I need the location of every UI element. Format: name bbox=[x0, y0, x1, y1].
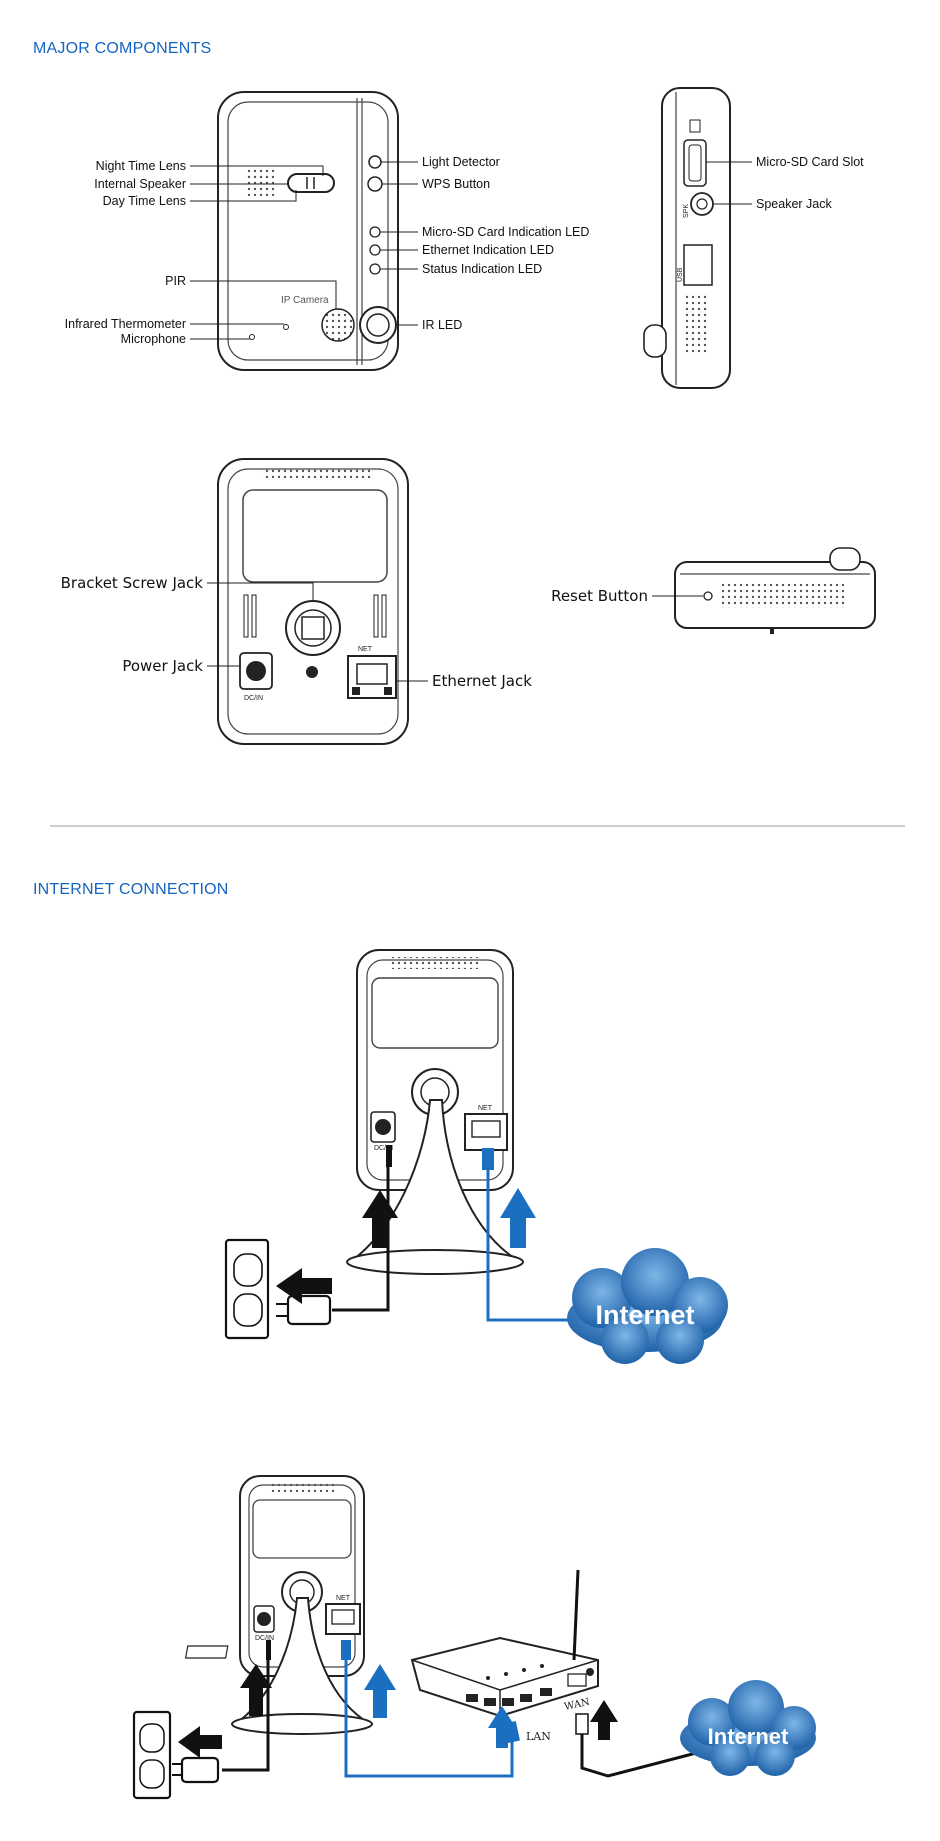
internet-cloud-1: Internet bbox=[567, 1248, 728, 1364]
label-day-time-lens: Day Time Lens bbox=[103, 194, 186, 208]
camera-side-view: SPK USB Micro-SD Card Slot Speaker Jack bbox=[643, 87, 864, 389]
conn1-dcin-label: DC/IN bbox=[374, 1145, 393, 1152]
connection-diagram-direct: DC/IN NET Internet bbox=[224, 949, 728, 1364]
label-bracket-screw-jack: Bracket Screw Jack bbox=[61, 574, 204, 592]
conn2-net-label: NET bbox=[336, 1595, 351, 1602]
conn2-dcin-label: DC/IN bbox=[255, 1635, 274, 1642]
label-micro-sd-led: Micro-SD Card Indication LED bbox=[422, 225, 589, 239]
lan-label: LAN bbox=[526, 1730, 551, 1743]
label-ethernet-led: Ethernet Indication LED bbox=[422, 243, 554, 257]
section-title-major-components: MAJOR COMPONENTS bbox=[33, 40, 212, 57]
section-title-internet-connection: INTERNET CONNECTION bbox=[33, 881, 229, 898]
label-speaker-jack: Speaker Jack bbox=[756, 197, 832, 211]
camera-front-view: IP Camera Night Time Lens Internal Speak… bbox=[65, 91, 589, 371]
connection-diagram-router: DC/IN NET LAN WAN bbox=[132, 1475, 816, 1800]
cloud-2-label: Internet bbox=[708, 1724, 789, 1749]
internet-cloud-2: Internet bbox=[680, 1680, 816, 1776]
camera-bottom-view: Reset Button bbox=[551, 547, 876, 634]
label-infrared-thermometer: Infrared Thermometer bbox=[65, 317, 186, 331]
usb-label: USB bbox=[677, 267, 684, 282]
label-light-detector: Light Detector bbox=[422, 155, 500, 169]
conn1-net-label: NET bbox=[478, 1105, 493, 1112]
label-ir-led: IR LED bbox=[422, 318, 462, 332]
label-pir: PIR bbox=[165, 274, 186, 288]
label-night-time-lens: Night Time Lens bbox=[96, 159, 186, 173]
camera-back-view: DC/IN NET Bracket Screw Jack Power Jack … bbox=[61, 458, 532, 745]
label-microphone: Microphone bbox=[121, 332, 186, 346]
label-power-jack: Power Jack bbox=[122, 657, 203, 675]
net-label: NET bbox=[358, 646, 373, 653]
label-ethernet-jack: Ethernet Jack bbox=[432, 672, 532, 690]
spk-label: SPK bbox=[683, 204, 690, 218]
label-internal-speaker: Internal Speaker bbox=[94, 177, 186, 191]
label-status-led: Status Indication LED bbox=[422, 262, 542, 276]
cloud-1-label: Internet bbox=[595, 1300, 694, 1330]
label-wps-button: WPS Button bbox=[422, 177, 490, 191]
wan-label: WAN bbox=[563, 1697, 591, 1713]
dcin-label: DC/IN bbox=[244, 695, 263, 702]
label-micro-sd-card-slot: Micro-SD Card Slot bbox=[756, 155, 864, 169]
label-reset-button: Reset Button bbox=[551, 587, 648, 605]
brand-label: IP Camera bbox=[281, 295, 329, 306]
